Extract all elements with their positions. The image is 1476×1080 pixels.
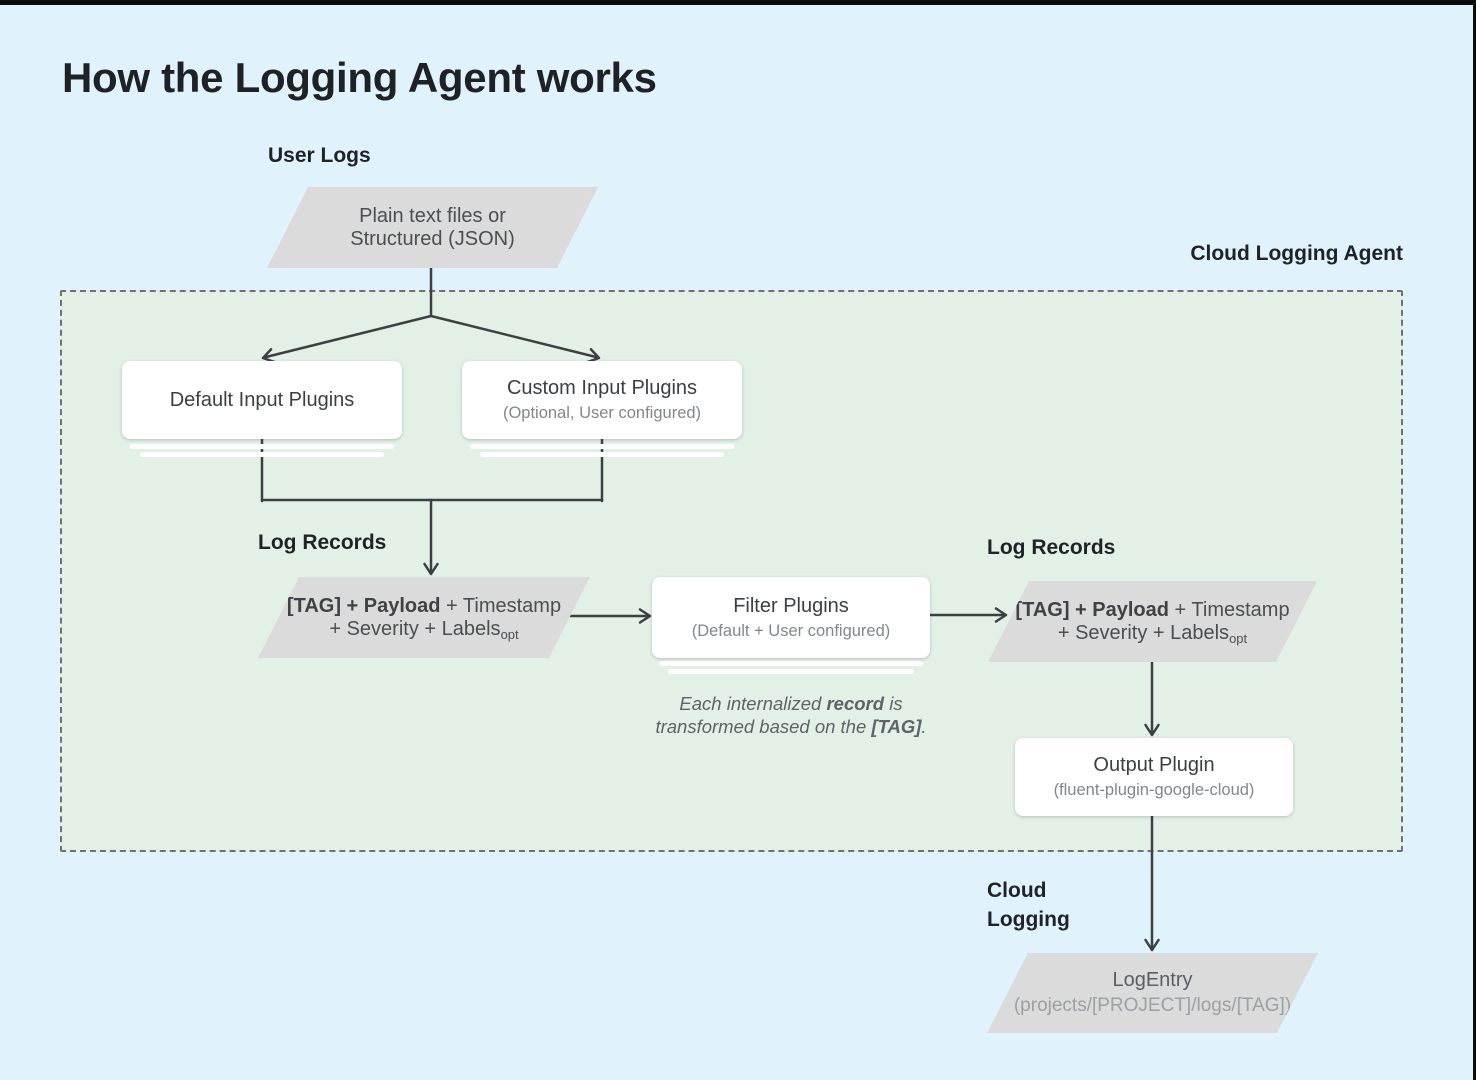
default-input-plugins-title: Default Input Plugins (169, 389, 355, 411)
note-line1-pre: Each internalized (679, 693, 827, 714)
stack-sheet (480, 452, 724, 457)
user-logs-parallelogram: Plain text files or Structured (JSON) (267, 187, 598, 268)
stack-sheet (130, 444, 394, 449)
log-records-label-left: Log Records (258, 531, 387, 554)
transform-note-line1: Each internalized record is (625, 692, 957, 715)
user-logs-line1: Plain text files or (359, 204, 506, 227)
log-record-parallelogram-right: [TAG] + Payload + Timestamp + Severity +… (988, 581, 1317, 662)
log-record-right-line2-sub: opt (1229, 630, 1248, 646)
transform-note-line2: transformed based on the [TAG]. (625, 715, 957, 738)
stack-sheet (470, 444, 734, 449)
log-record-left-line2-text: + Severity + Labels (329, 617, 501, 640)
transform-note: Each internalized record is transformed … (625, 692, 957, 738)
custom-input-plugins-subtitle: (Optional, User configured) (502, 404, 702, 422)
arrowhead-output-to-logentry (1144, 938, 1160, 952)
log-records-label-right: Log Records (987, 536, 1116, 559)
log-record-right-line2: + Severity + Labelsopt (1058, 622, 1247, 645)
note-line2-post: . (921, 716, 927, 737)
user-logs-label: User Logs (268, 144, 371, 167)
page-title: How the Logging Agent works (62, 54, 657, 101)
log-record-left-line1-bold: [TAG] + Payload (286, 594, 441, 617)
log-record-right-line1-bold: [TAG] + Payload (1015, 598, 1169, 621)
log-entry-title: LogEntry (1112, 969, 1193, 991)
log-entry-subtitle: (projects/[PROJECT]/logs/[TAG]) (1013, 995, 1292, 1016)
output-plugin-subtitle: (fluent-plugin-google-cloud) (1053, 781, 1255, 799)
filter-plugins-box: Filter Plugins (Default + User configure… (652, 577, 930, 658)
note-line2-bold: [TAG] (871, 716, 922, 737)
log-record-right-line1-rest: + Timestamp (1168, 598, 1290, 621)
output-plugin-title: Output Plugin (1093, 754, 1215, 776)
cloud-logging-label: Cloud Logging (987, 879, 1070, 931)
filter-plugins-subtitle: (Default + User configured) (691, 621, 891, 640)
log-record-left-line1-rest: + Timestamp (440, 594, 562, 617)
log-record-left-line2-sub: opt (500, 626, 519, 642)
custom-input-plugins-title: Custom Input Plugins (506, 377, 698, 399)
note-line1-post: is (884, 693, 903, 714)
screen-edge-right (1473, 0, 1476, 1080)
cloud-logging-agent-label: Cloud Logging Agent (1190, 242, 1403, 265)
filter-plugins-title: Filter Plugins (733, 594, 849, 617)
output-plugin-box: Output Plugin (fluent-plugin-google-clou… (1015, 738, 1293, 816)
default-input-plugins-box: Default Input Plugins (122, 361, 402, 439)
stack-sheet (668, 669, 914, 674)
custom-input-plugins-box: Custom Input Plugins (Optional, User con… (462, 361, 742, 439)
stack-sheet (659, 661, 923, 666)
log-entry-parallelogram: LogEntry (projects/[PROJECT]/logs/[TAG]) (987, 953, 1318, 1033)
note-line1-bold: record (826, 693, 885, 714)
note-line2-pre: transformed based on the (655, 716, 872, 737)
log-record-left-line1: [TAG] + Payload + Timestamp (287, 595, 561, 618)
log-record-parallelogram-left: [TAG] + Payload + Timestamp + Severity +… (258, 577, 590, 658)
screen-edge-top (0, 0, 1476, 5)
log-record-right-line2-text: + Severity + Labels (1057, 621, 1230, 644)
stack-sheet (140, 452, 384, 457)
log-record-left-line2: + Severity + Labelsopt (329, 618, 518, 641)
log-record-right-line1: [TAG] + Payload + Timestamp (1015, 599, 1289, 622)
user-logs-line2: Structured (JSON) (350, 227, 515, 250)
